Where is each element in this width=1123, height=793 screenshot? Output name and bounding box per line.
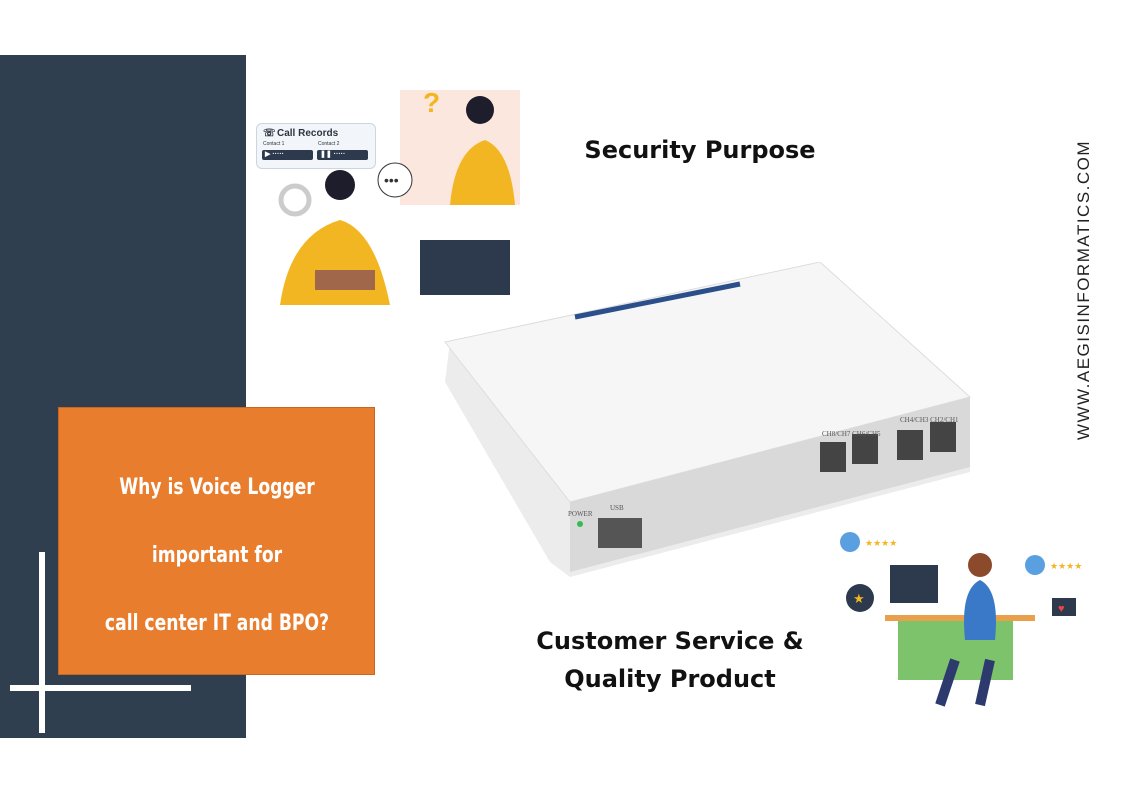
- question-line-3: call center IT and BPO?: [104, 611, 329, 636]
- customer-heading-line-1: Customer Service &: [536, 627, 804, 655]
- customer-satisfaction-illustration: ★★★★ ★★★★ ★ ♥: [830, 520, 1110, 715]
- svg-text:★★★★: ★★★★: [865, 538, 897, 548]
- call-records-card: ☏ Call Records Contact 1 Contact 2 ▶ ···…: [256, 123, 376, 169]
- call-center-artwork: ? •••: [278, 87, 520, 305]
- svg-text:★★★★: ★★★★: [1050, 561, 1082, 571]
- contact-1-label: Contact 1: [263, 141, 285, 147]
- svg-text:♥: ♥: [1058, 603, 1065, 615]
- security-purpose-heading: Security Purpose: [584, 136, 816, 164]
- decorative-horizontal-line: [10, 685, 191, 691]
- svg-text:★: ★: [853, 591, 865, 606]
- port-label-ch4-ch1: CH4/CH3 CH2/CH1: [900, 416, 959, 424]
- question-line-1: Why is Voice Logger: [118, 475, 315, 500]
- pause-recording-button: ❚❚ ·····: [317, 150, 368, 160]
- port-label-ch8-ch5: CH8/CH7 CH6/CH5: [822, 430, 881, 438]
- svg-text:?: ?: [423, 87, 440, 118]
- contact-2-label: Contact 2: [318, 141, 340, 147]
- svg-text:•••: •••: [384, 172, 399, 188]
- usb-label: USB: [610, 504, 624, 512]
- decorative-vertical-line: [39, 552, 45, 733]
- power-label: POWER: [568, 510, 593, 518]
- voice-logger-device-artwork: CH8/CH7 CH6/CH5 CH4/CH3 CH2/CH1 POWER US…: [444, 261, 972, 577]
- customer-satisfaction-artwork: ★★★★ ★★★★ ★ ♥: [840, 532, 1082, 707]
- phone-icon: ☏: [263, 128, 276, 139]
- customer-service-heading: Customer Service & Quality Product: [520, 622, 820, 698]
- question-line-2: important for: [151, 543, 282, 568]
- website-url: WWW.AEGISINFORMATICS.COM: [1074, 139, 1093, 441]
- customer-heading-line-2: Quality Product: [564, 665, 776, 693]
- call-center-illustration: ? •••: [255, 70, 525, 315]
- voice-logger-device: CH8/CH7 CH6/CH5 CH4/CH3 CH2/CH1 POWER US…: [440, 261, 985, 582]
- question-box: Why is Voice Logger important for call c…: [58, 407, 375, 675]
- play-recording-button: ▶ ·····: [262, 150, 313, 160]
- call-records-title: Call Records: [277, 128, 339, 139]
